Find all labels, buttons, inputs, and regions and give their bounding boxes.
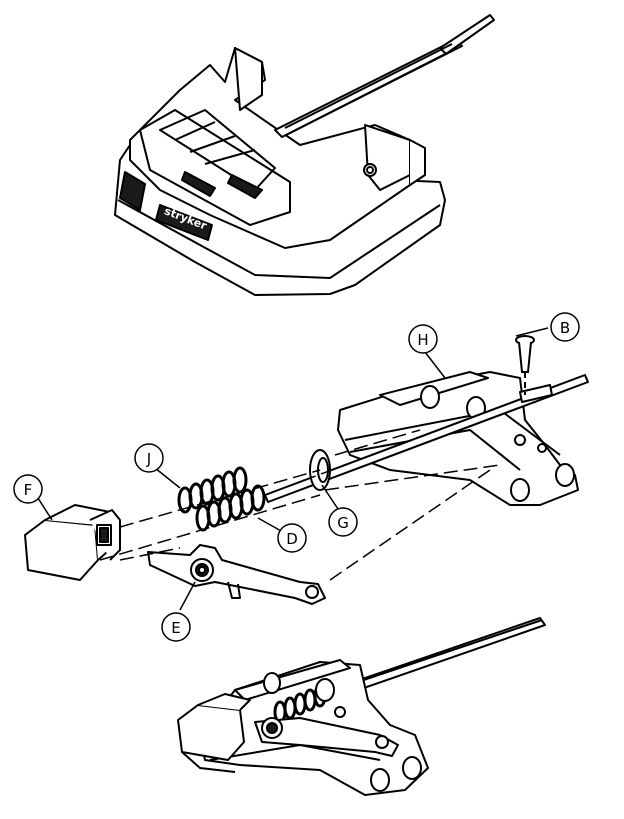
spring-part-j: [177, 466, 248, 514]
svg-text:G: G: [337, 514, 349, 532]
callout-d: D: [277, 523, 307, 553]
svg-text:H: H: [417, 331, 428, 349]
spring-part-d: [195, 484, 266, 532]
leader-lines: [35, 327, 549, 611]
assembly-guide-lines: [99, 429, 501, 581]
svg-text:E: E: [171, 619, 180, 637]
svg-text:F: F: [24, 481, 33, 499]
callout-f: F: [13, 474, 43, 504]
housing-assembly: [114, 14, 495, 296]
callout-b: B: [550, 312, 580, 342]
lever-part-e: [147, 544, 326, 605]
frame-part-h: [264, 371, 589, 506]
callout-h: H: [408, 324, 438, 354]
callout-e: E: [161, 612, 191, 642]
callout-j: J: [134, 443, 164, 473]
svg-text:J: J: [146, 450, 151, 468]
pin-part-b: [515, 335, 535, 395]
callout-g: G: [328, 507, 358, 537]
svg-text:B: B: [560, 319, 570, 337]
button-cap-part-f: [24, 504, 121, 581]
assembled-mechanism: [177, 617, 546, 796]
svg-text:D: D: [286, 530, 298, 548]
